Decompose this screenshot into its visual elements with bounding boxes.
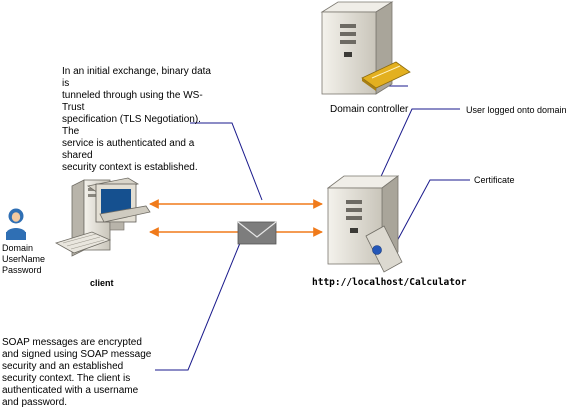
certificate-connector (395, 179, 470, 244)
credentials-label: Domain UserName Password (2, 243, 46, 275)
client-label: client (90, 278, 114, 288)
message-arrows (149, 199, 323, 237)
envelope-icon (237, 221, 277, 245)
client-computer-icon (54, 177, 151, 257)
certificate-icon (365, 225, 403, 273)
domain-controller-icon (320, 1, 411, 95)
domain-controller-label: Domain controller (330, 104, 409, 115)
intro-description: In an initial exchange, binary data is t… (62, 66, 211, 173)
user-logged-label: User logged onto domain (466, 105, 567, 115)
certificate-label: Certificate (474, 175, 515, 185)
server-url-label: http://localhost/Calculator (312, 277, 467, 288)
user-logged-connector (377, 108, 460, 184)
soap-connector (155, 242, 241, 371)
server-icon (326, 175, 403, 273)
user-icon (6, 208, 26, 240)
soap-description: SOAP messages are encrypted and signed u… (2, 337, 152, 408)
intro-connector (190, 122, 263, 201)
card-icon (361, 61, 411, 91)
